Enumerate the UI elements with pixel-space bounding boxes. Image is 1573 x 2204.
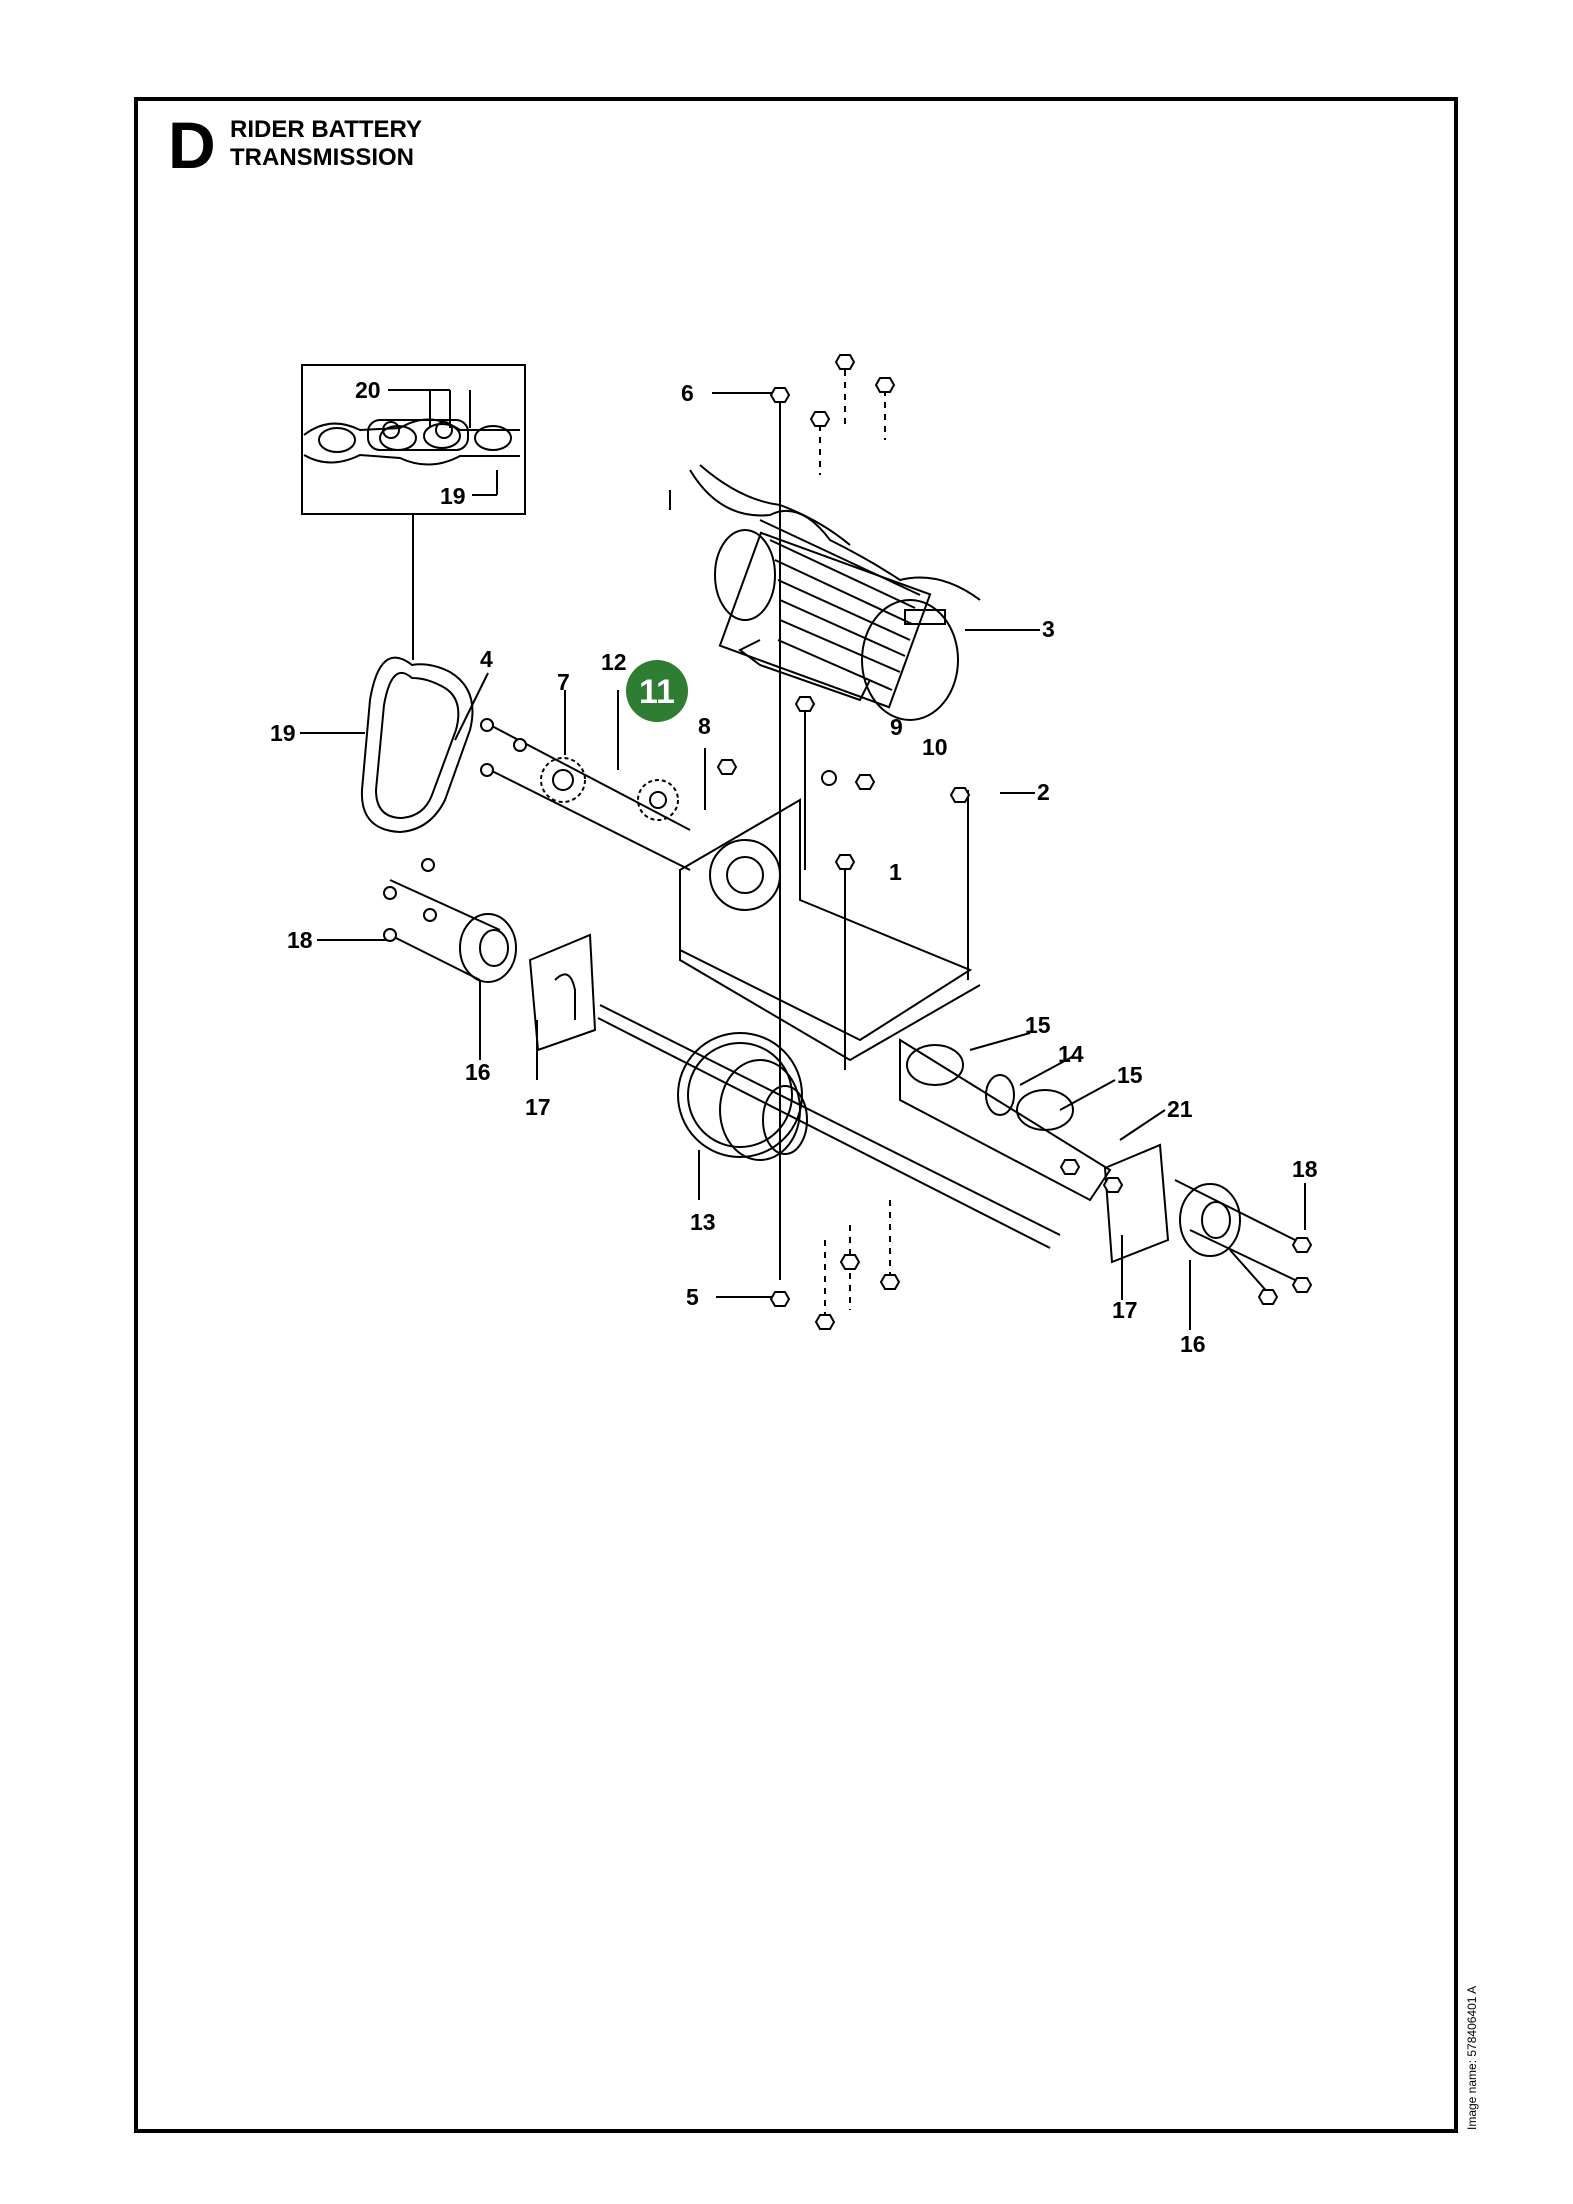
callout-8: 8 (698, 713, 711, 739)
bolt-5 (769, 1291, 791, 1307)
callout-13: 13 (690, 1209, 716, 1235)
callout-labels: 1 2 3 4 5 6 7 8 9 10 12 13 14 15 15 16 1… (270, 377, 1318, 1357)
callout-16b: 16 (1180, 1331, 1206, 1357)
sprocket-11 (637, 779, 679, 821)
callout-5: 5 (686, 1284, 699, 1310)
callout-15a: 15 (1025, 1012, 1051, 1038)
callout-1: 1 (889, 859, 902, 885)
callout-19b: 19 (440, 483, 466, 509)
chain-detail-inset (301, 364, 526, 660)
callout-18b: 18 (1292, 1156, 1318, 1182)
highlight-badge-11: 11 (626, 660, 688, 722)
image-name-note: Image name: 578406401 A (1465, 1985, 1479, 2130)
right-wheel-hub (1103, 1143, 1241, 1264)
badge-11-label: 11 (639, 673, 675, 711)
callout-14: 14 (1058, 1041, 1084, 1067)
callout-10: 10 (922, 734, 948, 760)
drive-chain (360, 656, 474, 834)
callout-4: 4 (480, 646, 493, 672)
callout-12: 12 (601, 649, 627, 675)
motor-sprocket (540, 757, 586, 803)
callout-18a: 18 (287, 927, 313, 953)
section-letter: D (168, 108, 216, 182)
rear-axle (597, 1004, 1061, 1249)
callout-19a: 19 (270, 720, 296, 746)
callout-15b: 15 (1117, 1062, 1143, 1088)
motor-mount-bracket (679, 798, 981, 1062)
page-frame (134, 97, 1458, 2133)
bolt-6 (769, 387, 791, 403)
callout-20: 20 (355, 377, 381, 403)
callout-6: 6 (681, 380, 694, 406)
left-wheel-hub (459, 913, 597, 1052)
callout-7: 7 (557, 669, 570, 695)
callout-3: 3 (1042, 616, 1055, 642)
callout-9: 9 (890, 714, 903, 740)
bearing-set-outline (899, 1038, 1112, 1202)
electric-motor (689, 464, 981, 721)
title-line-2: TRANSMISSION (230, 143, 415, 171)
callout-17b: 17 (1112, 1297, 1138, 1323)
callout-16a: 16 (465, 1059, 491, 1085)
page-title: RIDER BATTERY TRANSMISSION (230, 116, 422, 171)
callout-21: 21 (1167, 1096, 1193, 1122)
callout-2: 2 (1037, 779, 1050, 805)
title-line-1: RIDER BATTERY (230, 116, 422, 143)
callout-17a: 17 (525, 1094, 551, 1120)
